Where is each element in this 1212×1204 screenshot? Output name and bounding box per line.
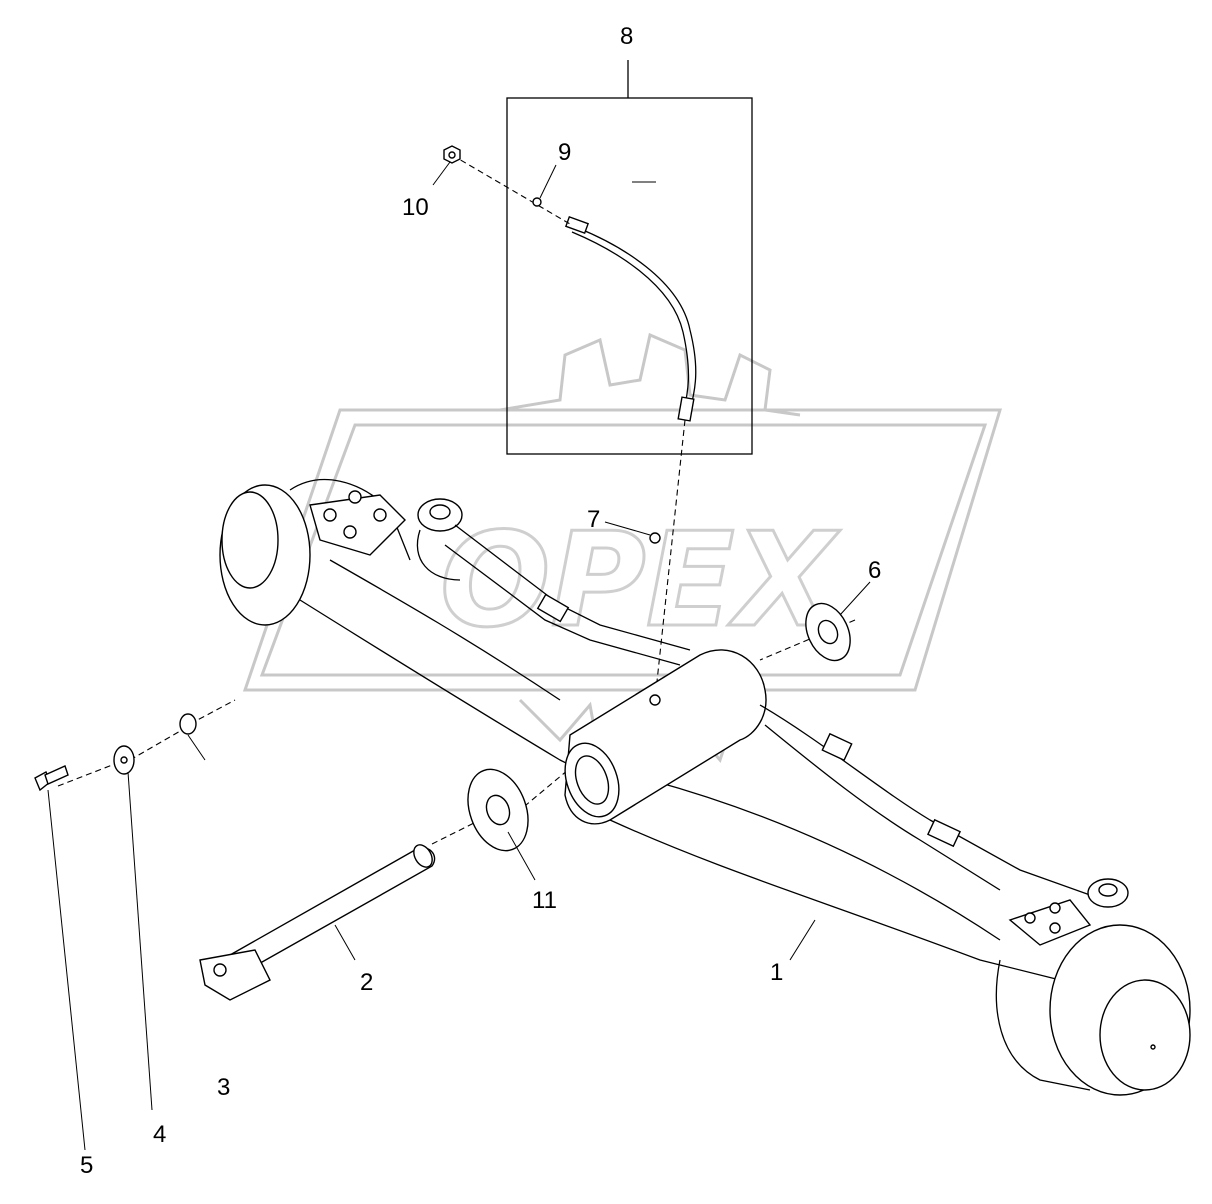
part-7-grease-fitting	[649, 532, 661, 706]
callout-3: 3	[217, 1074, 230, 1101]
part-11-thrust-washer	[467, 768, 529, 852]
callout-2: 2	[360, 969, 373, 996]
callout-labels: 1 2 3 4 5 6 7 8 9 10 11	[80, 23, 881, 1179]
callout-11: 11	[532, 887, 557, 914]
callout-5: 5	[80, 1152, 93, 1179]
part-5-bolt	[34, 765, 69, 792]
callout-6: 6	[868, 557, 881, 584]
part-3-nut	[179, 713, 197, 735]
axle-housing	[219, 478, 1191, 1096]
part-2-pivot-pin	[199, 844, 436, 1001]
callout-1: 1	[770, 959, 783, 986]
part-9-fitting	[532, 197, 542, 207]
callout-8: 8	[620, 23, 633, 50]
watermark-text: OPEX	[440, 504, 841, 656]
part-10-nut	[443, 145, 461, 164]
callout-9: 9	[558, 139, 571, 166]
part-4-washer	[113, 745, 135, 775]
grease-hose	[564, 215, 697, 422]
callout-7: 7	[587, 506, 600, 533]
kit-box-8	[506, 60, 753, 455]
callout-10: 10	[402, 194, 429, 221]
callout-lines	[47, 161, 871, 1151]
part-6-washer	[805, 602, 851, 662]
opex-watermark: OPEX	[242, 332, 1003, 774]
callout-4: 4	[153, 1121, 166, 1148]
